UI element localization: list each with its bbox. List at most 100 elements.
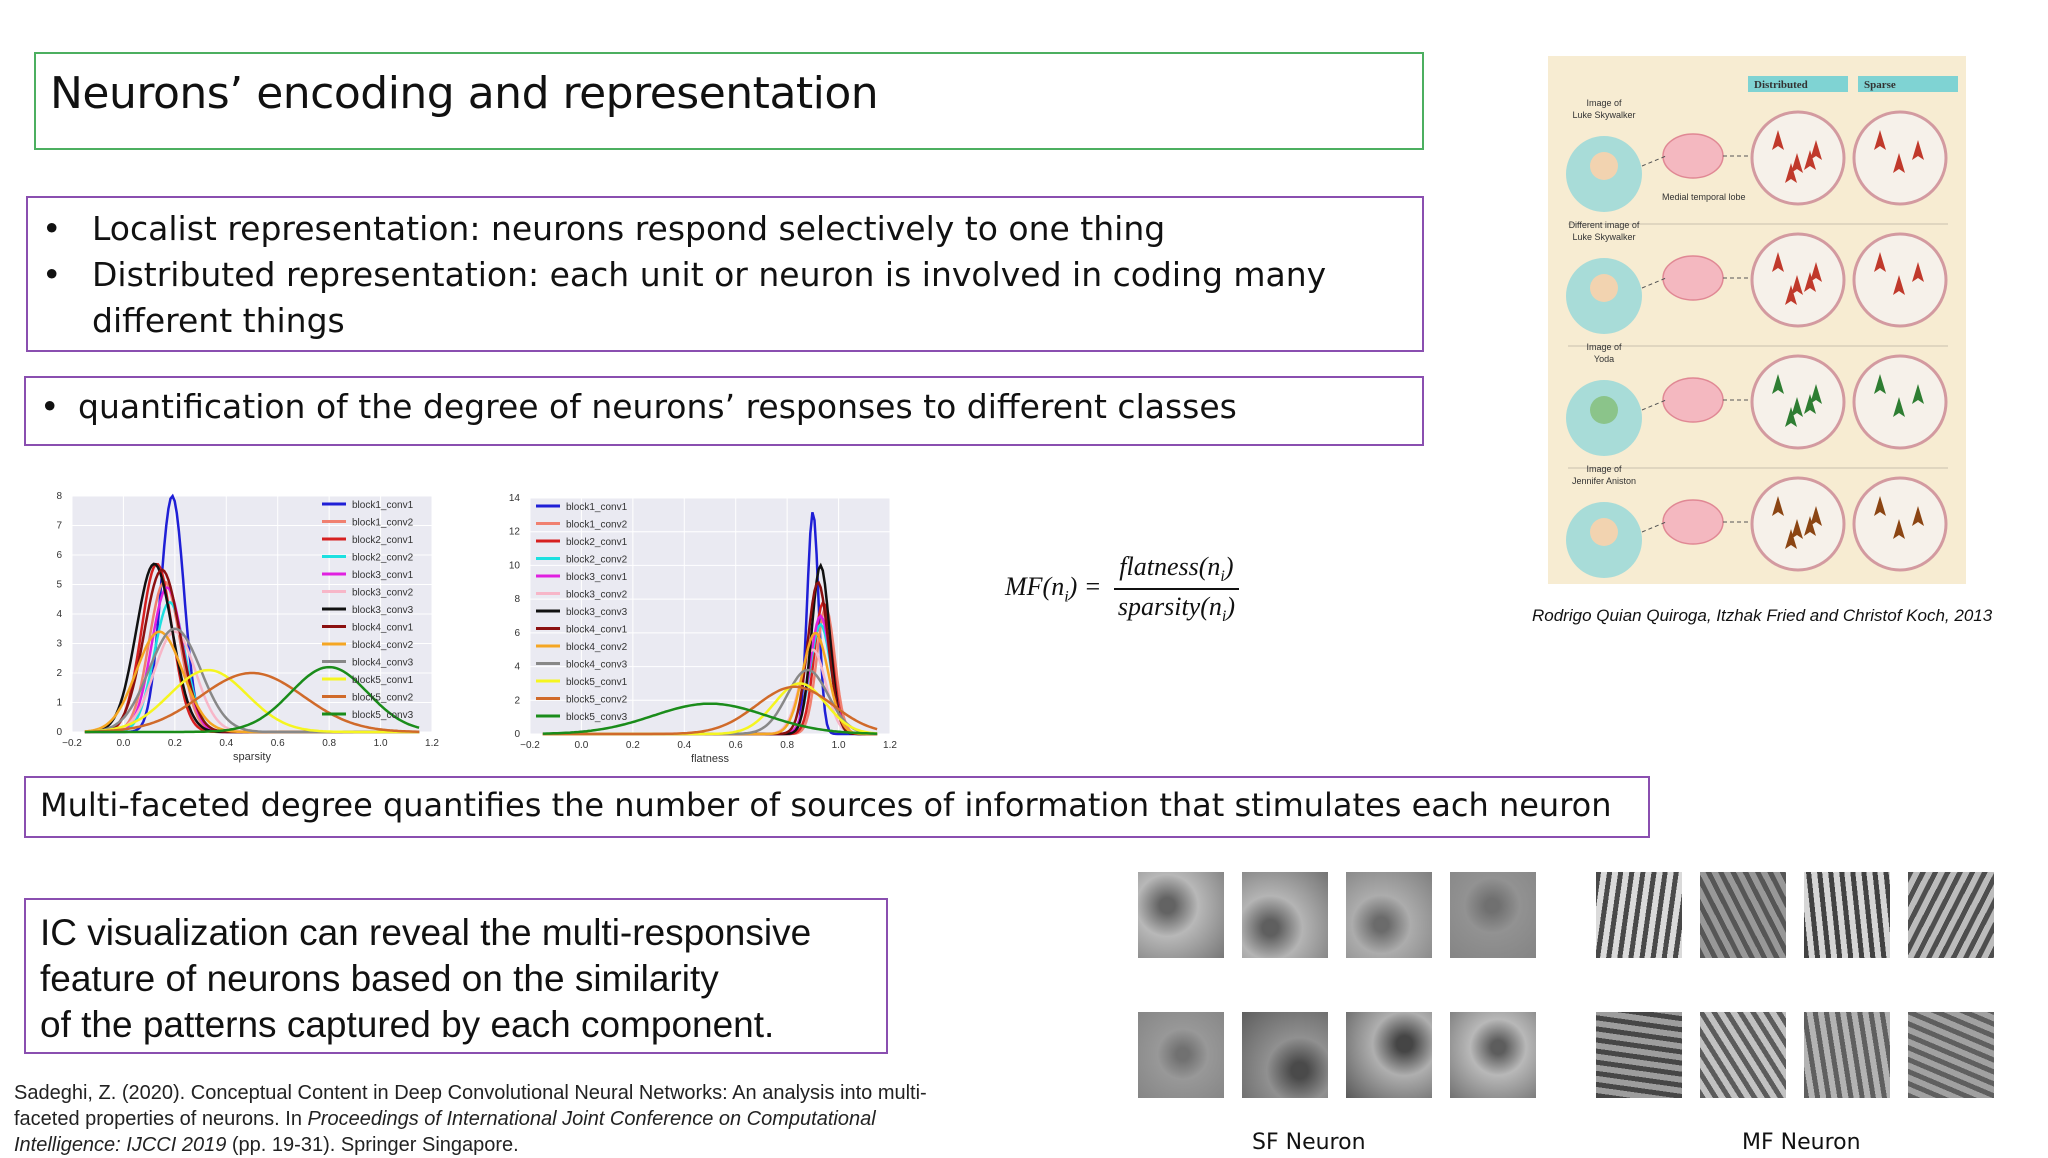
title-box: Neurons’ encoding and representation — [34, 52, 1424, 150]
active-neuron-icon — [1804, 272, 1816, 292]
illustration-row-label: Luke Skywalker — [1572, 232, 1635, 242]
active-neuron-icon — [1804, 516, 1816, 536]
mf-formula: MF(ni) = flatness(ni) sparsity(ni) — [1005, 552, 1239, 626]
legend-label: block5_conv1 — [566, 677, 628, 688]
active-neuron-icon — [1912, 506, 1924, 526]
x-axis-label: sparsity — [233, 751, 271, 763]
formula-numerator: flatness(ni) — [1113, 552, 1239, 591]
x-tick-label: 0.0 — [116, 738, 130, 749]
character-face — [1590, 396, 1618, 424]
quantification-box: quantification of the degree of neurons’… — [24, 376, 1424, 446]
mf-neuron-label: MF Neuron — [1742, 1130, 1861, 1155]
active-neuron-icon — [1810, 384, 1822, 404]
page-title: Neurons’ encoding and representation — [50, 68, 879, 119]
active-neuron-icon — [1791, 519, 1803, 539]
legend-label: block3_conv1 — [566, 572, 628, 583]
sf-neuron-patch — [1450, 872, 1536, 958]
representation-list: Localist representation: neurons respond… — [28, 206, 1422, 344]
bullet-localist: Localist representation: neurons respond… — [28, 206, 1422, 252]
y-tick-label: 8 — [56, 491, 62, 502]
legend-label: block4_conv1 — [566, 625, 628, 636]
active-neuron-icon — [1785, 407, 1797, 427]
mf-neuron-patch — [1804, 872, 1890, 958]
legend-label: block5_conv2 — [352, 693, 414, 704]
formula-lhs-close: ) = — [1068, 572, 1102, 602]
region-label: Medial temporal lobe — [1662, 192, 1746, 202]
citation-line3: Intelligence: IJCCI 2019 (pp. 19-31). Sp… — [14, 1132, 1014, 1158]
active-neuron-icon — [1874, 496, 1886, 516]
bullet-quantification: quantification of the degree of neurons’… — [26, 384, 1422, 430]
active-neuron-icon — [1893, 397, 1905, 417]
legend-label: block4_conv3 — [352, 658, 414, 669]
character-face — [1590, 518, 1618, 546]
active-neuron-icon — [1893, 519, 1905, 539]
active-neuron-icon — [1893, 275, 1905, 295]
active-neuron-icon — [1912, 140, 1924, 160]
brain-icon — [1662, 499, 1724, 545]
legend-label: block1_conv1 — [566, 502, 628, 513]
illustration-header-bg — [1748, 76, 1848, 92]
x-tick-label: 0.6 — [729, 740, 743, 751]
illustration-header-bg — [1858, 76, 1958, 92]
legend-label: block3_conv2 — [352, 588, 414, 599]
character-face — [1590, 274, 1618, 302]
legend-label: block2_conv1 — [352, 535, 414, 546]
legend-label: block5_conv2 — [566, 695, 628, 706]
active-neuron-icon — [1804, 150, 1816, 170]
citation-line1: Sadeghi, Z. (2020). Conceptual Content i… — [14, 1082, 927, 1104]
legend-label: block3_conv2 — [566, 590, 628, 601]
legend-label: block5_conv1 — [352, 675, 414, 686]
sf-neuron-patch — [1346, 1012, 1432, 1098]
legend-label: block3_conv1 — [352, 570, 414, 581]
y-tick-label: 14 — [509, 493, 521, 504]
active-neuron-icon — [1772, 252, 1784, 272]
y-tick-label: 2 — [514, 695, 520, 706]
y-tick-label: 6 — [56, 550, 62, 561]
formula-num-text: flatness(n — [1119, 552, 1221, 581]
mf-neuron-patch — [1908, 1012, 1994, 1098]
citation-venue: Intelligence: IJCCI 2019 — [14, 1134, 227, 1156]
formula-fraction: flatness(ni) sparsity(ni) — [1113, 552, 1239, 626]
illustration-row-label: Image of — [1586, 98, 1622, 108]
illustration-credit: Rodrigo Quian Quiroga, Itzhak Fried and … — [1532, 606, 1993, 625]
active-neuron-icon — [1785, 529, 1797, 549]
sf-neuron-patch — [1450, 1012, 1536, 1098]
active-neuron-icon — [1772, 374, 1784, 394]
formula-num-sub: i — [1220, 568, 1225, 586]
y-tick-label: 7 — [56, 521, 62, 532]
connector-line — [1641, 277, 1667, 289]
x-tick-label: 0.4 — [677, 740, 691, 751]
x-tick-label: 0.0 — [574, 740, 588, 751]
citation-line2: faceted properties of neurons. In Procee… — [14, 1106, 1014, 1132]
active-neuron-icon — [1791, 275, 1803, 295]
mf-neuron-patch — [1700, 872, 1786, 958]
legend-label: block3_conv3 — [566, 607, 628, 618]
x-tick-label: 0.4 — [219, 738, 233, 749]
y-tick-label: 1 — [56, 698, 62, 709]
x-tick-label: 1.0 — [832, 740, 846, 751]
citation-proceedings: Proceedings of International Joint Confe… — [307, 1108, 876, 1130]
y-tick-label: 2 — [56, 668, 62, 679]
sf-neuron-patch — [1242, 1012, 1328, 1098]
y-tick-label: 12 — [509, 527, 521, 538]
x-tick-label: 0.8 — [780, 740, 794, 751]
connector-line — [1641, 399, 1667, 411]
x-tick-label: 0.8 — [322, 738, 336, 749]
active-neuron-icon — [1810, 262, 1822, 282]
active-neuron-icon — [1874, 374, 1886, 394]
sf-neuron-patch — [1138, 872, 1224, 958]
mf-neuron-patch — [1700, 1012, 1786, 1098]
mf-neuron-patch — [1596, 1012, 1682, 1098]
active-neuron-icon — [1804, 394, 1816, 414]
legend-label: block2_conv2 — [352, 553, 414, 564]
legend-label: block4_conv3 — [566, 660, 628, 671]
active-neuron-icon — [1810, 506, 1822, 526]
series-line — [84, 671, 420, 733]
y-tick-label: 10 — [509, 560, 521, 571]
connector-line — [1641, 155, 1667, 167]
